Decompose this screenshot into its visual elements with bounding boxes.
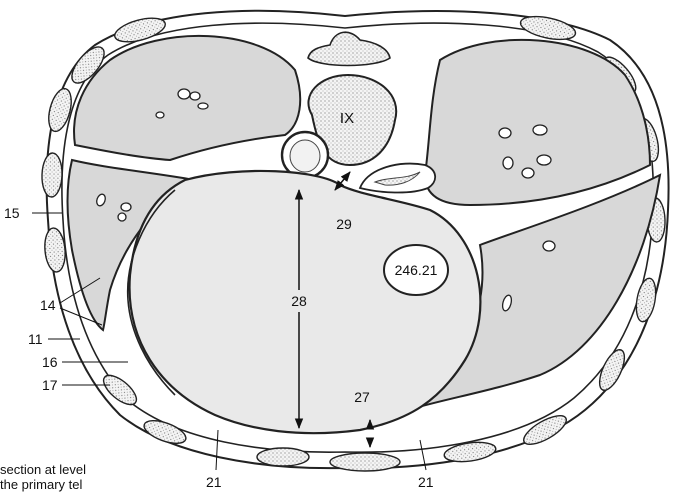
label-16: 16 [42, 354, 58, 370]
label-29: 29 [336, 216, 352, 232]
rib [330, 453, 400, 471]
label-28: 28 [291, 293, 307, 309]
aorta-lumen [290, 140, 320, 172]
label-15: 15 [4, 205, 20, 221]
label-14: 14 [40, 297, 56, 313]
label-27: 27 [354, 389, 370, 405]
mass-label: 246.21 [395, 262, 438, 278]
label-11: 11 [28, 331, 43, 347]
figure-caption: section at level the primary tel [0, 462, 240, 493]
label-21-right: 21 [418, 474, 434, 490]
label-17: 17 [42, 377, 58, 393]
rib [257, 448, 309, 466]
vertebra-label: IX [340, 110, 354, 127]
